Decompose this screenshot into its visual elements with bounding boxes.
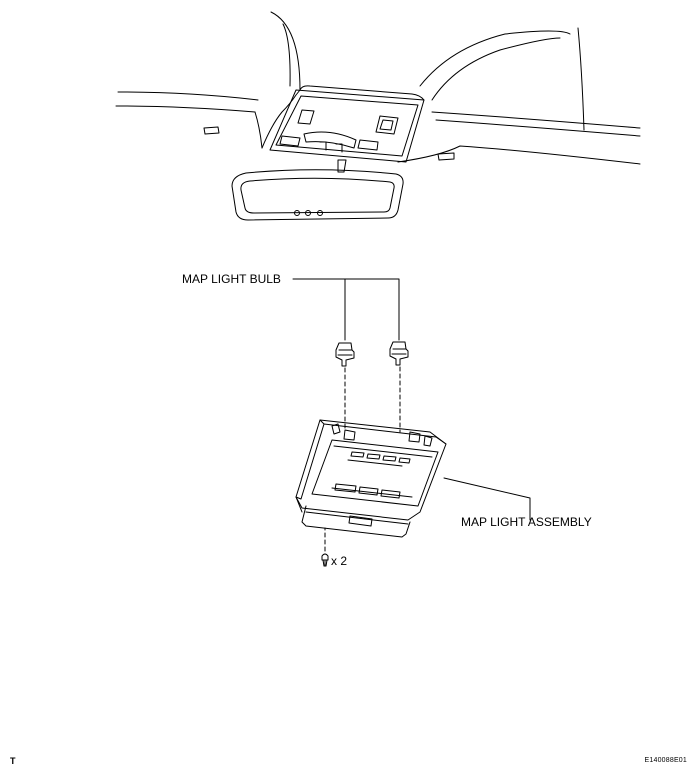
map-light-assembly-label: MAP LIGHT ASSEMBLY: [461, 515, 592, 529]
screw-quantity-label: x 2: [331, 554, 348, 568]
screw-icon: [321, 553, 329, 567]
map-light-bulb-leader: [292, 278, 400, 341]
map-light-bulb-label: MAP LIGHT BULB: [182, 272, 281, 286]
headliner-outline: [115, 11, 641, 165]
figure-code: E140088E01: [644, 757, 687, 764]
map-light-bulb-right: [389, 341, 409, 366]
corner-mark: T: [10, 756, 16, 766]
roof-headliner-view: [115, 11, 641, 221]
map-light-assembly: [295, 419, 447, 538]
installed-console: [269, 85, 425, 173]
rear-view-mirror: [231, 169, 404, 221]
alignment-dashes: [324, 366, 401, 566]
map-light-bulb-left: [335, 342, 355, 367]
map-light-assembly-leader: [443, 477, 531, 521]
